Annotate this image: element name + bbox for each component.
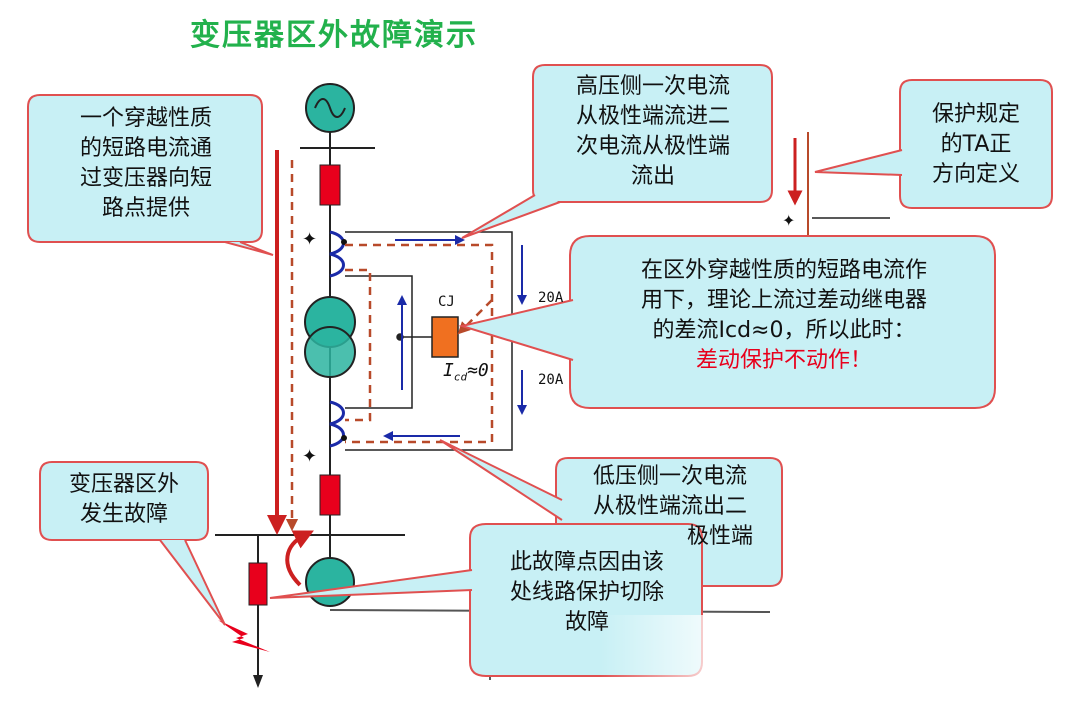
svg-text:✦: ✦ [302,446,317,467]
ct-top-icon: ✦ [302,229,347,278]
ct-direction-arrows [383,235,527,441]
icd-label: Icd≈0 [443,360,489,384]
svg-text:✦: ✦ [302,229,317,250]
callout-hv-side [461,64,773,239]
source-top-icon [305,83,355,133]
fault-curve-arrow [285,530,314,587]
transformer-icon [304,296,356,378]
conclusion-text: 差动保护不动作！ [695,348,872,373]
callout-external-fault-text: 变压器区外 发生故障 [68,472,179,527]
source-bottom-icon [305,557,355,607]
callout-ta-direction-text: 保护规定 的TA正 方向定义 [931,102,1020,187]
resistor-line [248,562,268,606]
fault-lightning-icon [218,620,270,652]
relay-label: CJ [438,294,455,310]
current-label-bottom: 20A [538,372,564,388]
callout-ta-direction [814,79,1053,209]
callout-hv-side-text: 高压侧一次电流 从极性端流进二 次电流从极性端 流出 [575,74,730,189]
ta-direction-symbol: ✦ [782,132,890,235]
callout-principle [458,235,996,409]
callout-through-fault [27,94,274,256]
resistor-bottom [319,474,341,516]
callout-principle-text: 在区外穿越性质的短路电流作 用下，理论上流过差动继电器 的差流Icd≈0，所以此… [578,256,990,376]
current-label-top: 20A [538,290,564,306]
ct-bottom-icon: ✦ [302,400,347,467]
callout-through-fault-text: 一个穿越性质 的短路电流通 过变压器向短 路点提供 [79,106,212,221]
resistor-top [319,164,341,206]
svg-text:✦: ✦ [782,211,795,230]
faded-corner [600,615,1080,710]
relay-cj [431,316,459,358]
page-title: 变压器区外故障演示 [190,18,478,53]
callout-external-fault [39,461,226,626]
callout-lv-side-text: 低压侧一次电流 从极性端流出二 极性端 [592,464,753,549]
